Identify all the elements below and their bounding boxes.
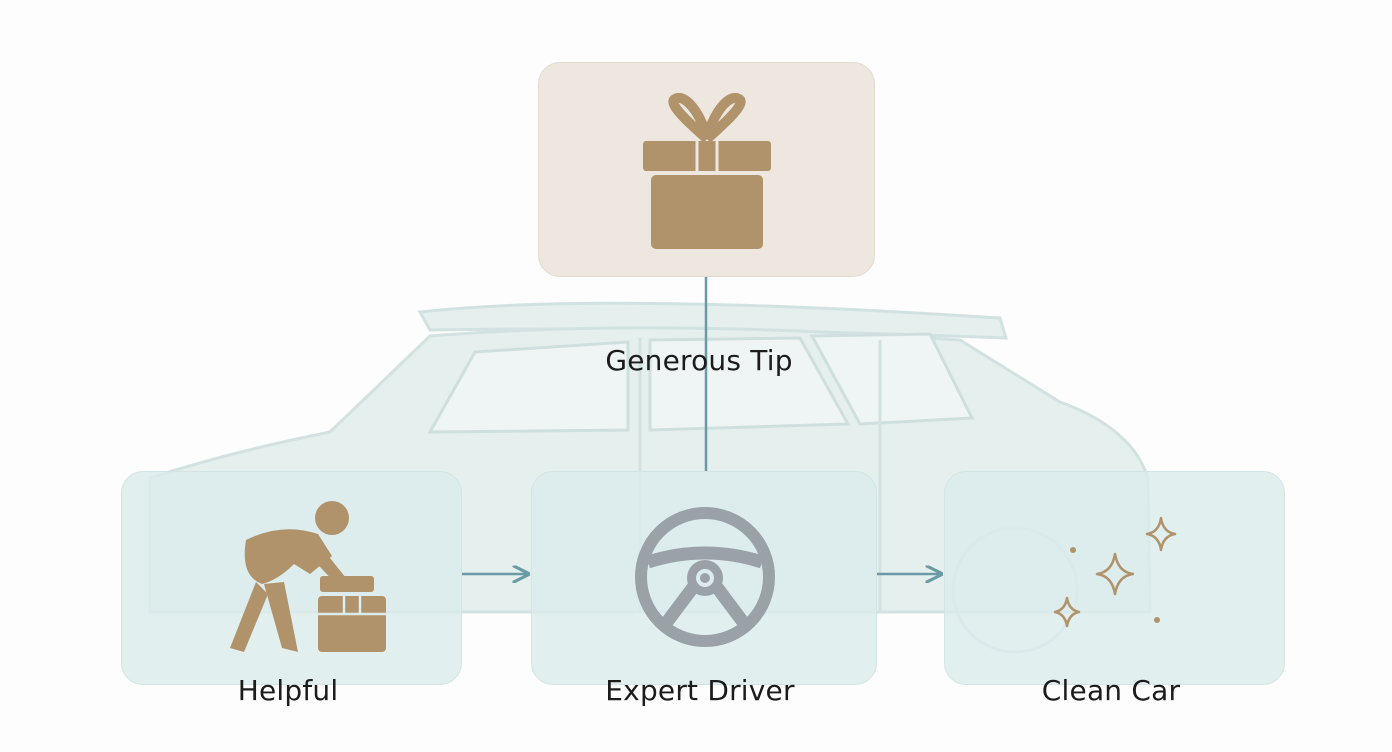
helpful-label: Helpful bbox=[237, 674, 339, 707]
expert-driver-card bbox=[531, 471, 877, 685]
expert-driver-label: Expert Driver bbox=[605, 674, 795, 707]
generous-tip-label: Generous Tip bbox=[605, 344, 793, 377]
gift-icon bbox=[641, 93, 773, 249]
person-lifting-box-icon bbox=[230, 501, 386, 652]
sparkles-icon bbox=[1053, 516, 1177, 628]
steering-wheel-icon bbox=[635, 507, 775, 647]
generous-tip-card bbox=[538, 62, 875, 277]
clean-car-label: Clean Car bbox=[1041, 674, 1181, 707]
clean-car-card bbox=[944, 471, 1285, 685]
helpful-card bbox=[121, 471, 462, 685]
